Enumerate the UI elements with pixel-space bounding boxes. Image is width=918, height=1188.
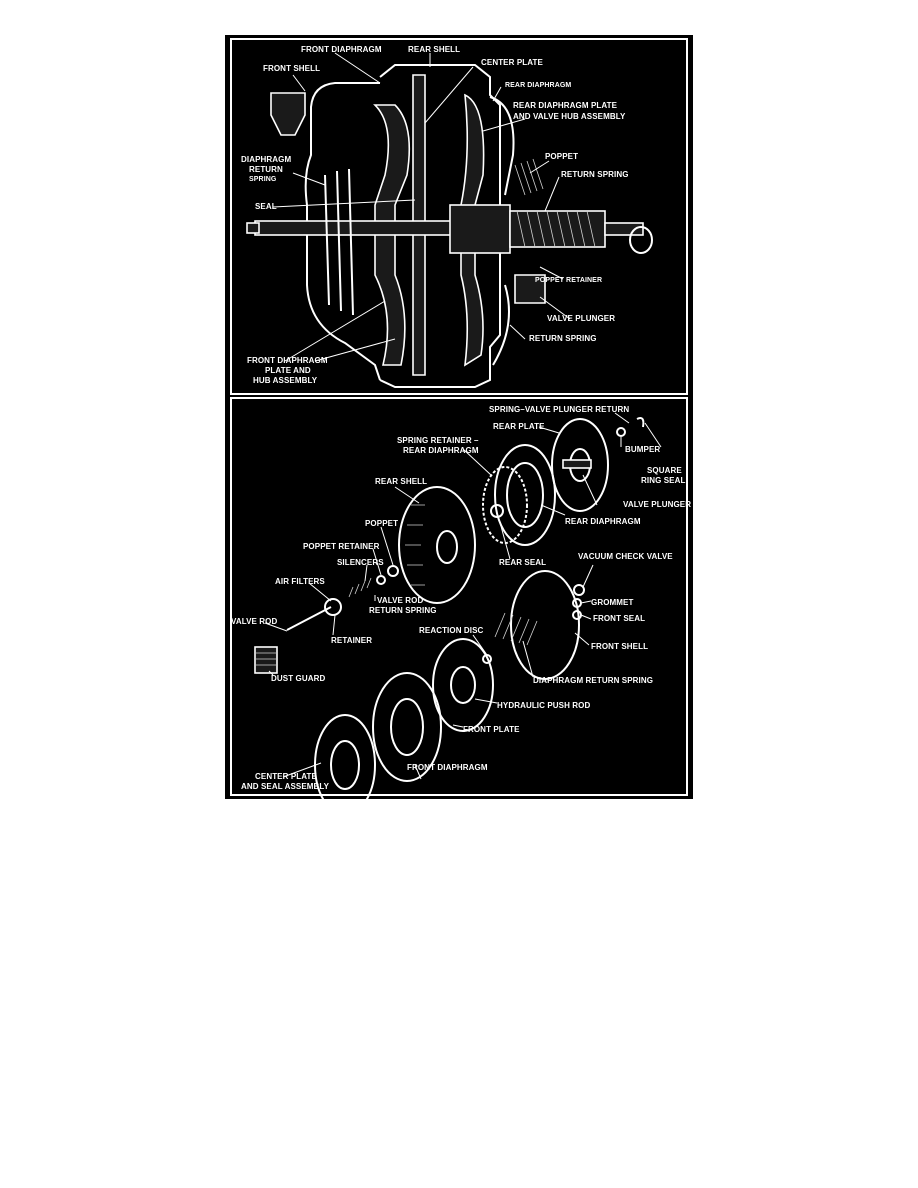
label-seal: SEAL xyxy=(255,202,277,211)
push-rod xyxy=(254,220,466,236)
label-front-plate-2: PLATE AND xyxy=(265,366,311,375)
diaphragm-return-spring-part xyxy=(494,612,538,646)
valve-rod xyxy=(604,222,644,236)
label-poppet: POPPET xyxy=(365,519,398,528)
label-center-plate-2: AND SEAL ASSEMBLY xyxy=(241,782,330,791)
rear-diaphragm-part xyxy=(494,444,556,546)
rear-shell-ribs xyxy=(405,504,425,586)
label-center-plate: CENTER PLATE xyxy=(481,58,544,67)
rear-seal-part xyxy=(490,504,504,518)
valve-housing xyxy=(509,210,606,248)
label-poppet-retainer: POPPET RETAINER xyxy=(303,542,380,551)
top-leader-lines xyxy=(272,52,571,362)
valve-hub xyxy=(449,204,511,254)
label-diaphragm-return-1: DIAPHRAGM xyxy=(241,155,291,164)
rear-diaphragm xyxy=(489,96,515,366)
label-diaphragm-return-2: RETURN xyxy=(249,165,283,174)
label-dust-guard: DUST GUARD xyxy=(271,674,325,683)
square-ring-seal-part xyxy=(636,417,645,428)
dust-guard-ribs xyxy=(255,652,277,666)
label-rear-plate: REAR PLATE xyxy=(493,422,545,431)
label-front-shell: FRONT SHELL xyxy=(263,64,320,73)
front-diaphragm-inner xyxy=(390,698,424,756)
front-shell-outline xyxy=(304,82,381,381)
front-plate-part xyxy=(432,638,494,732)
label-spring-retainer-2: REAR DIAPHRAGM xyxy=(403,446,479,455)
label-air-filters: AIR FILTERS xyxy=(275,577,325,586)
label-valve-rod: VALVE ROD xyxy=(231,617,278,626)
valve-rod-part xyxy=(286,606,332,631)
bottom-panel-frame xyxy=(230,397,688,796)
label-valve-plunger: VALVE PLUNGER xyxy=(547,314,615,323)
label-spring-valve-plunger-return: SPRING–VALVE PLUNGER RETURN xyxy=(489,405,629,414)
label-return-spring-bottom: RETURN SPRING xyxy=(529,334,597,343)
valve-rod-eye xyxy=(629,226,653,254)
label-rear-diaphragm: REAR DIAPHRAGM xyxy=(505,82,571,89)
check-valve xyxy=(270,92,306,136)
valve-spring-coils xyxy=(516,210,596,248)
cross-section-drawing xyxy=(246,64,653,388)
label-front-seal: FRONT SEAL xyxy=(593,614,645,623)
label-retainer: RETAINER xyxy=(331,636,372,645)
label-front-plate: FRONT PLATE xyxy=(463,725,520,734)
label-hydraulic-push-rod: HYDRAULIC PUSH ROD xyxy=(497,701,590,710)
label-grommet: GROMMET xyxy=(591,598,633,607)
diaphragm-return-spring-coils xyxy=(324,168,354,316)
label-rear-seal: REAR SEAL xyxy=(499,558,546,567)
label-front-plate-1: FRONT DIAPHRAGM xyxy=(247,356,328,365)
label-rear-shell: REAR SHELL xyxy=(408,45,460,54)
label-valve-plunger: VALVE PLUNGER xyxy=(623,500,691,509)
label-rear-diaphragm: REAR DIAPHRAGM xyxy=(565,517,641,526)
air-filter-part xyxy=(324,598,342,616)
rear-shell-hub xyxy=(436,530,458,564)
label-reaction-disc: REACTION DISC xyxy=(419,626,484,635)
front-diaphragm-part xyxy=(372,672,442,782)
front-plate-hub xyxy=(450,666,476,704)
label-silencers: SILENCERS xyxy=(337,558,384,567)
figure-svg: FRONT DIAPHRAGM REAR SHELL CENTER PLATE … xyxy=(225,35,693,799)
rear-diaphragm-inner xyxy=(506,462,544,528)
rear-shell-part xyxy=(398,486,476,604)
bumper-part xyxy=(616,427,626,437)
bottom-leader-lines xyxy=(264,412,662,780)
label-spring-retainer-1: SPRING RETAINER – xyxy=(397,436,479,445)
rear-plate-part xyxy=(551,418,609,512)
valve-plunger-part-2 xyxy=(562,459,592,469)
label-front-shell: FRONT SHELL xyxy=(591,642,648,651)
bottom-labels: SPRING–VALVE PLUNGER RETURN REAR PLATE B… xyxy=(231,405,691,791)
label-return-spring-top: RETURN SPRING xyxy=(561,170,629,179)
label-valve-rod-return-2: RETURN SPRING xyxy=(369,606,437,615)
poppet-spring xyxy=(514,158,544,196)
label-poppet-retainer: POPPET RETAINER xyxy=(535,277,602,284)
label-square-ring-seal-2: RING SEAL xyxy=(641,476,685,485)
valve-plunger-part xyxy=(514,274,546,304)
label-vacuum-check-valve: VACUUM CHECK VALVE xyxy=(578,552,673,561)
label-center-plate-1: CENTER PLATE xyxy=(255,772,318,781)
label-bumper: BUMPER xyxy=(625,445,660,454)
vacuum-check-valve-part xyxy=(573,584,585,596)
brake-booster-figure: FRONT DIAPHRAGM REAR SHELL CENTER PLATE … xyxy=(225,35,693,799)
top-labels: FRONT DIAPHRAGM REAR SHELL CENTER PLATE … xyxy=(241,45,629,385)
label-rear-diaphragm-plate-1: REAR DIAPHRAGM PLATE xyxy=(513,101,618,110)
label-front-diaphragm: FRONT DIAPHRAGM xyxy=(301,45,382,54)
silencers-part xyxy=(348,577,372,598)
push-rod-tip xyxy=(246,222,260,234)
label-front-plate-3: HUB ASSEMBLY xyxy=(253,376,318,385)
label-square-ring-seal-1: SQUARE xyxy=(647,466,682,475)
poppet-retainer-part xyxy=(376,575,386,585)
label-diaphragm-return-spring: DIAPHRAGM RETURN SPRING xyxy=(533,676,653,685)
label-rear-shell: REAR SHELL xyxy=(375,477,427,486)
label-front-diaphragm: FRONT DIAPHRAGM xyxy=(407,763,488,772)
label-valve-rod-return-1: VALVE ROD xyxy=(377,596,424,605)
spring-retainer-part xyxy=(482,466,528,544)
dust-guard-part xyxy=(254,646,278,674)
center-plate-hub xyxy=(330,740,360,790)
label-rear-diaphragm-plate-2: AND VALVE HUB ASSEMBLY xyxy=(513,112,626,121)
front-shell-part xyxy=(510,570,580,680)
label-diaphragm-return-3: SPRING xyxy=(249,176,277,183)
poppet-part xyxy=(387,565,399,577)
label-poppet: POPPET xyxy=(545,152,578,161)
